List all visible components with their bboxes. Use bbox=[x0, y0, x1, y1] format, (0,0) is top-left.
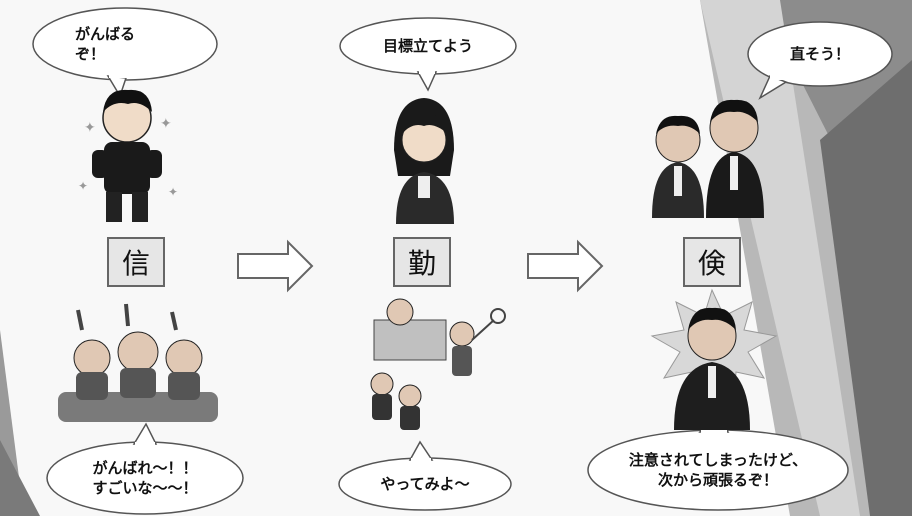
kanji-box-shin: 信 bbox=[107, 237, 165, 287]
bubble-line: 目標立てよう bbox=[382, 37, 473, 55]
bubble-line: ぞ！ bbox=[75, 45, 106, 63]
kanji-box-ken: 倹 bbox=[683, 237, 741, 287]
speech-bubble bbox=[339, 17, 517, 92]
bubble-text: 注意されてしまったけど、 次から頑張るぞ！ bbox=[608, 450, 828, 490]
studying-children-icon bbox=[370, 298, 506, 430]
thinking-woman-icon bbox=[394, 98, 454, 224]
bg-triangle bbox=[820, 60, 912, 516]
cheering-student-icon: ✦ ✦ ✦ ✦ bbox=[78, 89, 178, 222]
bg-triangle bbox=[0, 440, 40, 516]
right-arrow bbox=[237, 239, 314, 293]
scolded-businessman-icon bbox=[650, 288, 778, 430]
cheerleaders-icon bbox=[58, 303, 218, 422]
svg-text:✦: ✦ bbox=[78, 179, 88, 193]
speech-bubble bbox=[747, 21, 893, 100]
bubble-line: 直そう！ bbox=[789, 45, 850, 63]
svg-text:✦: ✦ bbox=[84, 120, 96, 136]
speech-bubble bbox=[46, 422, 244, 515]
bubble-line: がんばる bbox=[75, 25, 136, 43]
svg-text:✦: ✦ bbox=[168, 185, 178, 199]
speech-bubble bbox=[338, 440, 512, 511]
bubble-line: すごいな～～！ bbox=[92, 479, 198, 497]
bubble-line: やってみよ～ bbox=[380, 475, 470, 493]
bubble-text: 直そう！ bbox=[760, 44, 880, 64]
right-arrow bbox=[527, 239, 604, 293]
bubble-text: がんばれ～！！ すごいな～～！ bbox=[62, 458, 228, 498]
bubble-line: 注意されてしまったけど、 bbox=[628, 451, 808, 469]
bubble-text: がんばる ぞ！ bbox=[75, 24, 175, 64]
bubble-text: やってみよ～ bbox=[350, 474, 500, 494]
bubble-text: 目標立てよう bbox=[350, 36, 506, 56]
bubble-line: 次から頑張るぞ！ bbox=[657, 471, 778, 489]
two-businessmen-icon bbox=[652, 99, 764, 218]
speech-bubble bbox=[32, 7, 218, 98]
kanji-box-kin: 勤 bbox=[393, 237, 451, 287]
bubble-line: がんばれ～！！ bbox=[92, 459, 198, 477]
svg-text:✦: ✦ bbox=[160, 116, 172, 132]
